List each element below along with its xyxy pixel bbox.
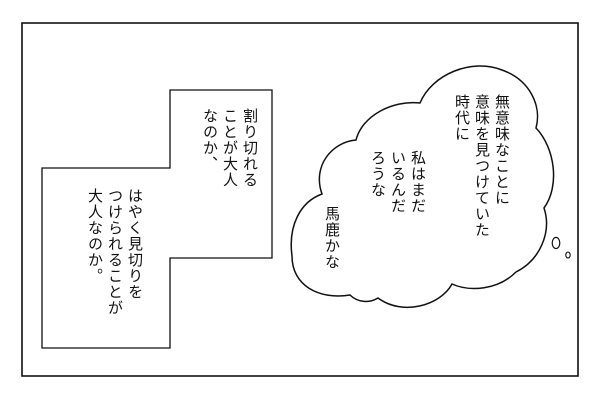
narration-text-upper: 割り切れる ことが大人 なのか、 [201,108,259,188]
thought-text-2: 私はまだ いるんだ ろうな [369,150,427,214]
narration-box [41,89,273,349]
thought-dot-large [551,236,561,250]
narration-text-lower: はやく見切りを つけられることが 大人なのか。 [86,188,144,316]
thought-text-1: 無意味なことに 意味を見つけていた 時代に [453,94,511,238]
thought-text-3: 馬鹿かな [323,206,341,270]
thought-bubble [290,65,555,308]
thought-dot-small [565,251,571,259]
